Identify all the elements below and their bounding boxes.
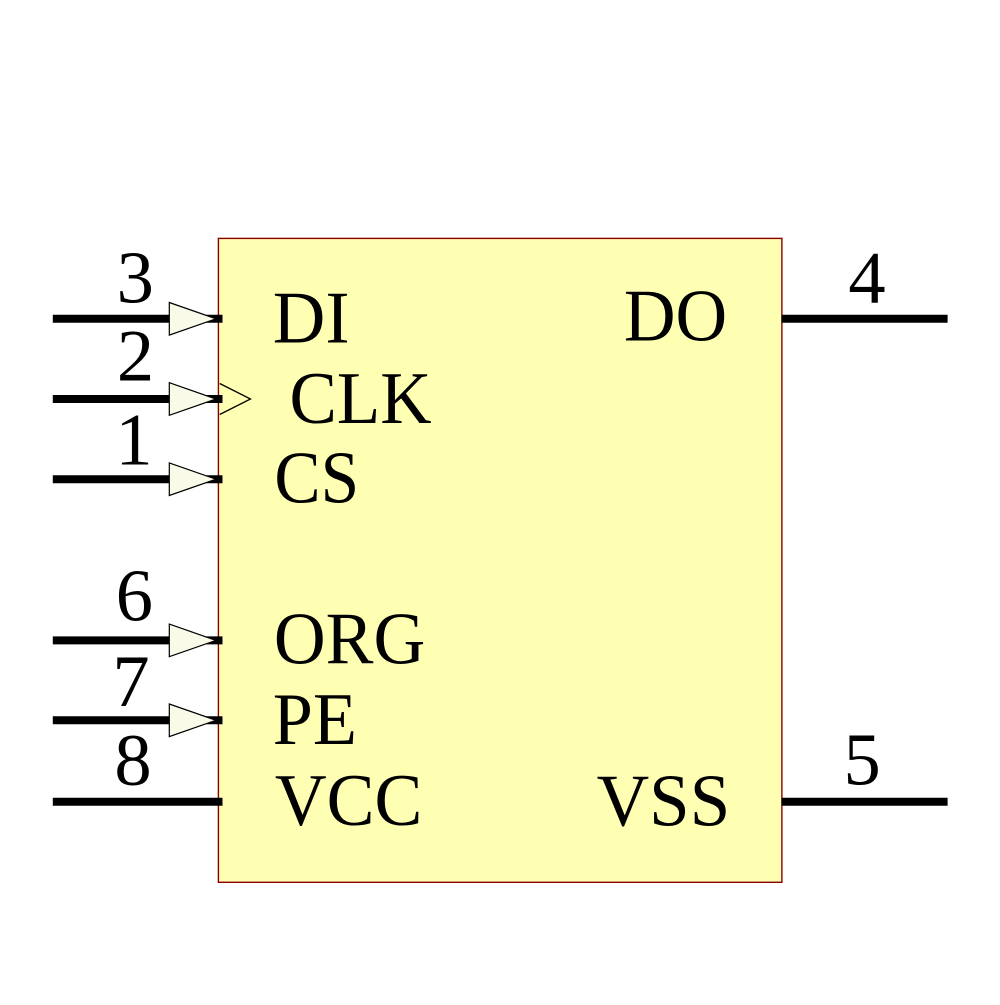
svg-text:1: 1 bbox=[115, 400, 152, 482]
svg-text:CS: CS bbox=[274, 438, 359, 520]
svg-text:DI: DI bbox=[273, 278, 350, 360]
svg-text:2: 2 bbox=[117, 316, 154, 398]
svg-text:VSS: VSS bbox=[597, 760, 731, 842]
svg-text:CLK: CLK bbox=[290, 358, 432, 440]
svg-text:4: 4 bbox=[848, 238, 885, 320]
svg-text:VCC: VCC bbox=[275, 760, 422, 842]
svg-text:DO: DO bbox=[624, 275, 727, 357]
svg-text:8: 8 bbox=[114, 720, 151, 802]
svg-text:3: 3 bbox=[117, 238, 154, 320]
svg-text:PE: PE bbox=[273, 679, 357, 761]
svg-text:ORG: ORG bbox=[274, 599, 425, 681]
svg-text:7: 7 bbox=[112, 641, 149, 723]
svg-text:5: 5 bbox=[843, 719, 880, 801]
svg-text:6: 6 bbox=[116, 556, 153, 638]
